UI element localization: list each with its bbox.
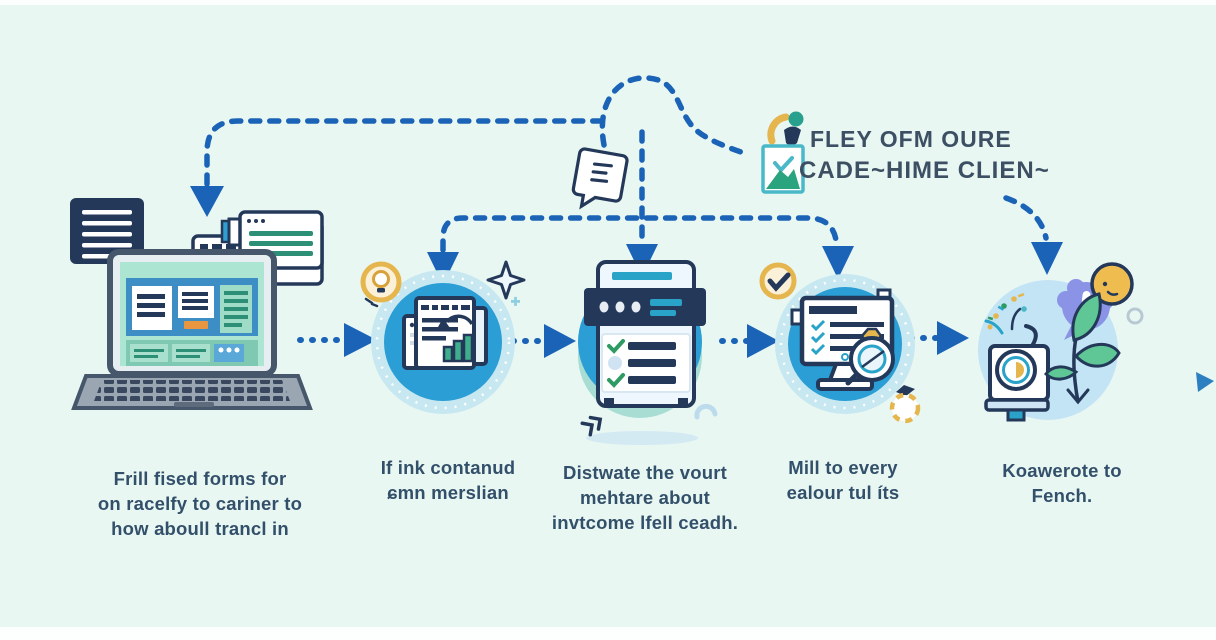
flow-line-mid xyxy=(440,215,839,253)
camera-plant-icon xyxy=(978,262,1214,422)
mini-bar-chart xyxy=(438,314,474,363)
caption-line: how aboull trancl in xyxy=(111,518,289,539)
confetti xyxy=(984,293,1027,335)
caption-stage-2: If ink contanud ɕmn merslian xyxy=(353,455,543,505)
arrow-into-laptop xyxy=(190,186,224,217)
caption-stage-3: Distwate the vourt mehtare about invtcom… xyxy=(528,460,762,535)
camera-device-icon xyxy=(984,324,1050,422)
lightbulb-badge-icon xyxy=(360,261,402,308)
flow-line-from-logo xyxy=(1003,195,1049,241)
caption-line: Distwate the vourt xyxy=(563,462,727,483)
arrow-into-stage4-circle xyxy=(1031,242,1063,275)
caption-line: Koawerote to xyxy=(1002,460,1122,481)
caption-line: Fench. xyxy=(1031,485,1093,506)
arrow-into-stage1 xyxy=(427,252,459,285)
caption-line: Mill to every xyxy=(788,457,898,478)
laptop-icon xyxy=(71,249,313,410)
coin-dashed-icon xyxy=(889,385,921,424)
magnifier-badge-icon xyxy=(845,327,895,386)
triangle-doodle-icon xyxy=(1196,372,1214,392)
caption-stage-4: Mill to every ealour tul íts xyxy=(753,455,933,505)
leaf-plant-icon xyxy=(1044,292,1121,405)
sparkle-icon xyxy=(486,260,526,306)
flow-line-top xyxy=(204,118,603,187)
logo-title-line2: CADE~HIME CLIEN~ xyxy=(799,157,1050,184)
keyboard xyxy=(94,380,290,401)
monitor-checklist-icon xyxy=(775,274,915,414)
logo-title-line1: FLEY OFM OURE xyxy=(810,126,1012,152)
caption-line: If ink contanud xyxy=(380,457,516,478)
step-arrow-3-head xyxy=(747,324,779,358)
caption-line: Frill fised forms for xyxy=(113,468,287,489)
check-badge-icon xyxy=(759,262,797,300)
step-arrow-2-head xyxy=(544,324,576,358)
note-bubble-icon xyxy=(571,147,629,210)
step-arrow-1-head xyxy=(344,323,377,357)
caption-stage-5: Koawerote to Fench. xyxy=(975,458,1149,508)
dot-doodle-icon xyxy=(1126,307,1144,325)
caption-line: ealour tul íts xyxy=(786,482,900,503)
touchpad xyxy=(174,402,214,407)
step-arrow-4-head xyxy=(937,321,969,355)
chevron-marks-icon xyxy=(580,415,603,437)
card-shadow xyxy=(586,431,698,445)
documents-chart-icon xyxy=(371,270,515,414)
smiley-coin-icon xyxy=(1090,262,1134,306)
caption-line: on racelfy to cariner to xyxy=(97,493,303,514)
caption-stage-1: Frill fised forms for on racelfy to cari… xyxy=(92,466,308,541)
arrow-into-stage3 xyxy=(822,246,854,279)
checklist-card-icon xyxy=(578,260,706,445)
caption-line: invtcome lfell ceadh. xyxy=(551,512,739,533)
top-margin xyxy=(0,0,1216,5)
caption-line: mehtare about xyxy=(579,487,711,508)
arc-doodle-icon xyxy=(694,403,718,420)
caption-line: ɕmn merslian xyxy=(387,482,509,503)
laptop-documents-icon xyxy=(70,198,324,410)
bottom-margin xyxy=(0,627,1216,640)
flow-arc-to-logo xyxy=(599,75,747,156)
climber-photo-badge-icon xyxy=(761,111,805,194)
